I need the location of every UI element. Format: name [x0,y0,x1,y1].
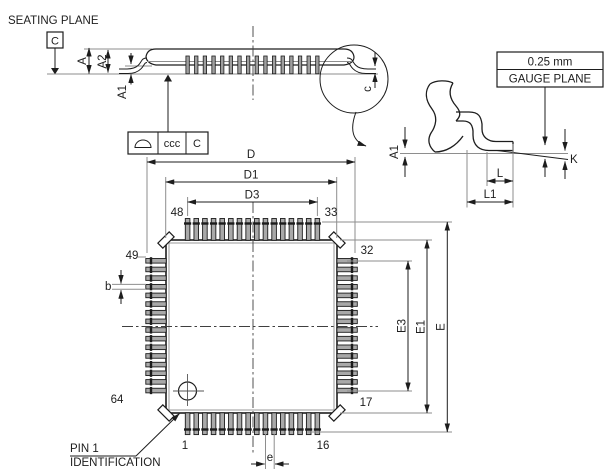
dim-b: b [105,270,146,304]
dim-e1-label: E1 [416,320,428,334]
pin-number-64: 64 [111,394,124,406]
dim-d3-label: D3 [245,190,260,202]
pin-number-17: 17 [360,397,373,409]
dim-a1-detail: A1 [389,127,408,177]
pin-number-33: 33 [325,207,338,219]
gauge-plane-label: GAUGE PLANE [509,74,592,86]
dim-a1-side: A1 [117,53,134,99]
datum-target-triangle [51,68,59,75]
detail-leader-arrow [352,111,367,147]
dim-d: D [146,149,356,253]
dim-a2: A2 [97,49,111,73]
dim-a: A [77,47,92,74]
dim-d-label: D [247,149,255,161]
dim-c-label: c [362,86,374,92]
pin1-note: PIN 1 IDENTIFICATION [70,413,180,469]
dim-k: K [562,129,578,179]
foot-slant-line [496,150,569,160]
dim-b-label: b [105,281,111,293]
pin-number-16: 16 [317,440,330,452]
dim-a1-side-label: A1 [117,85,129,99]
detail-callout-circle [319,44,389,114]
side-leads-comb [185,55,320,75]
dim-d3: D3 [187,190,318,216]
dim-e3: E3 [347,260,412,392]
side-view: SEATING PLANE C A A2 [8,15,389,155]
torn-body-section [425,80,464,153]
dim-c-lead-thickness: c [362,52,378,92]
pins-top-side [184,218,321,241]
gauge-offset-value: 0.25 mm [528,57,573,69]
pins-right-side [336,257,358,395]
dim-l-label: L [497,168,504,180]
pin1-note-line1: PIN 1 [70,443,99,455]
dim-l1-label: L1 [484,189,497,201]
pins-left-side [145,257,167,395]
flatness-tolerance-frame: ccc C [127,74,209,155]
seating-plane-label: SEATING PLANE [8,15,99,27]
pin-number-32: 32 [361,245,374,257]
gauge-plane-detail: 0.25 mm GAUGE PLANE A1 K [389,51,604,208]
dim-e-label: E [436,323,448,331]
dim-k-label: K [570,154,578,166]
corner-chamfers [157,231,346,422]
tolerance-value: ccc [164,138,181,150]
pin1-note-line2: IDENTIFICATION [70,457,161,469]
pin-number-49: 49 [126,250,139,262]
gauge-plane-box: 0.25 mm GAUGE PLANE [496,51,604,88]
left-lead [119,57,148,74]
dim-l1: L1 [466,150,514,208]
dim-d1: D1 [165,170,338,238]
dim-e1: E1 [340,239,432,414]
dim-a2-label: A2 [97,54,109,68]
profile-of-surface-icon [134,139,152,148]
top-view: D D1 D3 E E1 E [70,149,452,469]
dim-d1-label: D1 [244,170,259,182]
dim-pitch-label: e [267,452,273,464]
datum-c: C [46,31,64,75]
dim-e: E [308,221,452,433]
dim-a1-detail-label: A1 [389,145,401,159]
lead-profile [456,111,514,154]
pin1-identifier [173,374,204,406]
datum-c-letter: C [51,36,59,48]
right-lead [346,57,376,74]
pin-number-48: 48 [171,207,184,219]
dim-e3-label: E3 [397,319,409,333]
dim-e-pitch: e [251,434,289,469]
dim-a-label: A [77,57,89,65]
pin-number-1: 1 [182,440,188,452]
tolerance-datum: C [193,138,201,150]
pins-bottom-side [184,412,321,436]
dim-l: L [486,144,514,208]
